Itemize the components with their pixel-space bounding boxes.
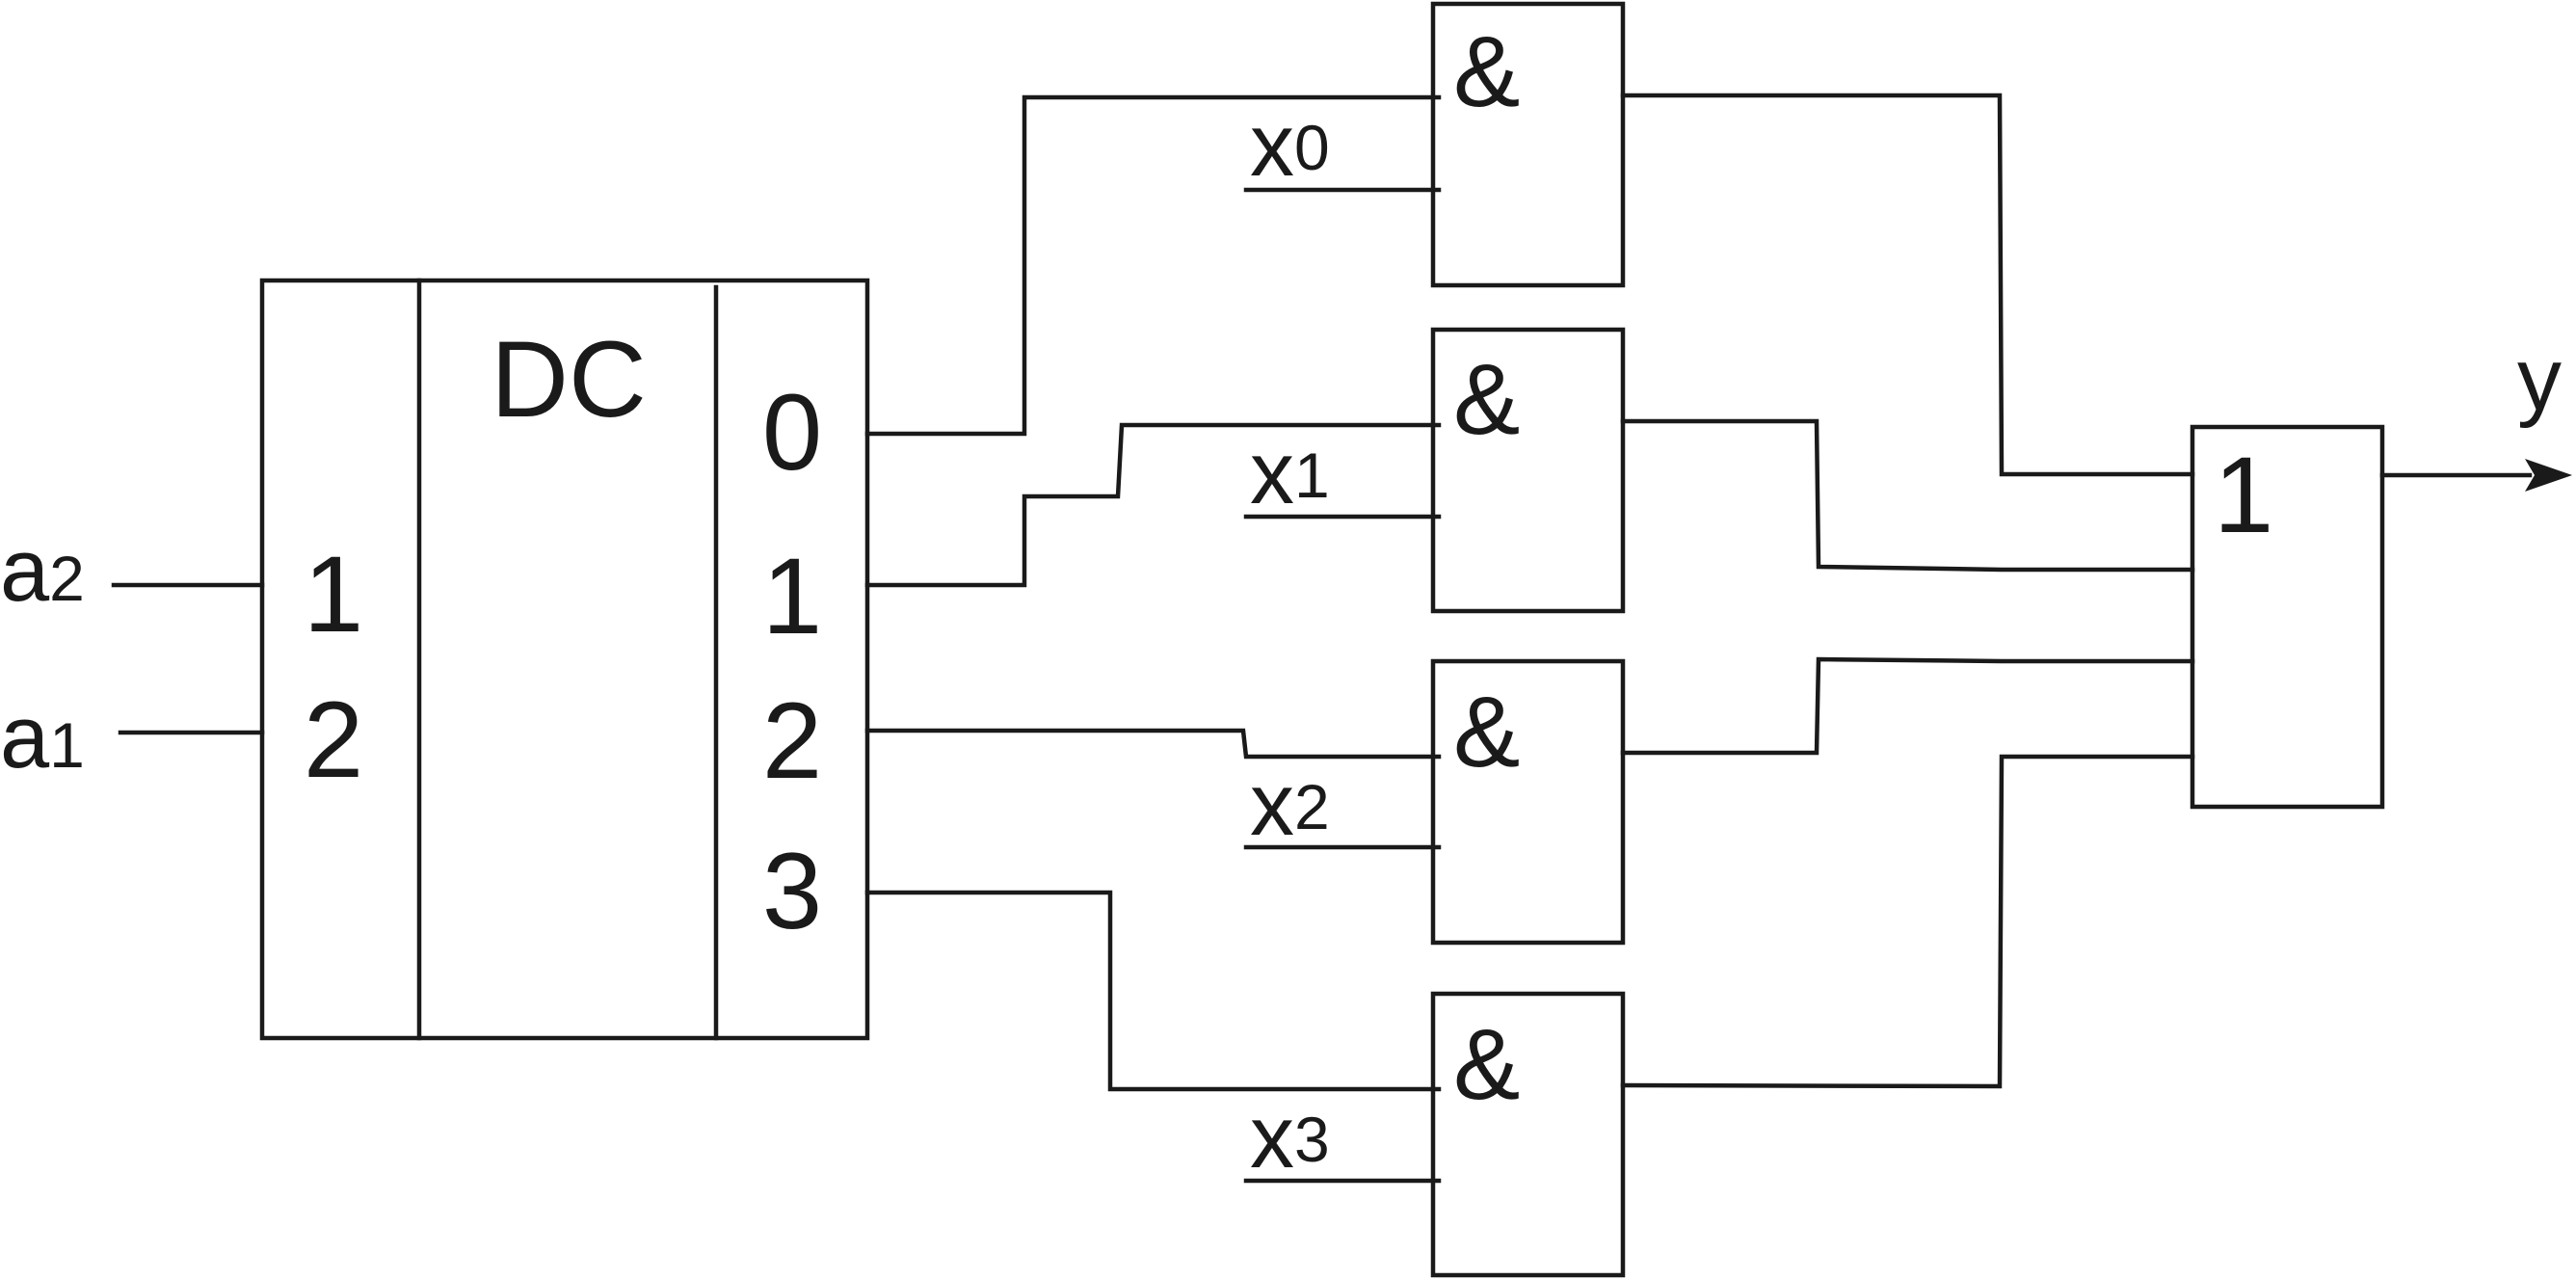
- wire-and1-to-or: [1620, 418, 2195, 573]
- input-label-a1: a1: [0, 688, 85, 787]
- and-gate-3-symbol: &: [1453, 1009, 1520, 1121]
- decoder-input-label-1: 1: [304, 534, 363, 654]
- and-gate-1: [1430, 327, 1626, 614]
- data-label-x2: x2: [1250, 756, 1330, 854]
- address-inputs: a2 a1: [0, 521, 265, 787]
- decoder-output-label-2: 2: [762, 680, 822, 801]
- decoder-outline: [259, 278, 870, 1041]
- data-label-x0: x0: [1250, 96, 1330, 195]
- decoder-output-label-1: 1: [762, 536, 822, 656]
- decoder-input-label-2: 2: [304, 680, 363, 800]
- or-gate: 1: [2190, 424, 2385, 810]
- and-gates: & & & &: [1430, 1, 1626, 1278]
- wire-and2-to-or: [1620, 656, 2195, 756]
- and-gate-3: [1430, 991, 1626, 1278]
- input-label-a2: a2: [0, 521, 85, 620]
- decoder-output-wires: [864, 94, 1442, 1092]
- decoder-output-label-0: 0: [762, 372, 822, 493]
- output-arrow-icon: [2525, 459, 2572, 492]
- output: y: [2379, 331, 2572, 492]
- or-gate-symbol: 1: [2214, 435, 2273, 555]
- data-label-x3: x3: [1250, 1088, 1330, 1187]
- data-label-x1: x1: [1250, 424, 1330, 522]
- wire-out3-to-and3: [864, 890, 1442, 1092]
- data-inputs: x0 x1 x2 x3: [1243, 96, 1442, 1187]
- decoder-block: DC 1 2 0 1 2 3: [259, 278, 870, 1041]
- and-gate-2: [1430, 658, 1626, 946]
- and-gate-0-symbol: &: [1453, 16, 1520, 128]
- or-gate-outline: [2190, 424, 2385, 810]
- wire-out0-to-and0: [864, 94, 1442, 437]
- and-gate-1-symbol: &: [1453, 344, 1520, 456]
- and-to-or-wires: [1620, 93, 2195, 1089]
- output-label-y: y: [2517, 331, 2562, 429]
- and-gate-2-symbol: &: [1453, 677, 1520, 788]
- and-gate-0: [1430, 1, 1626, 288]
- wire-and0-to-or: [1620, 93, 2195, 477]
- decoder-output-label-3: 3: [762, 831, 822, 951]
- wire-out2-to-and2: [864, 728, 1442, 760]
- wire-and3-to-or: [1620, 754, 2195, 1089]
- wire-out1-to-and1: [864, 422, 1442, 588]
- decoder-title: DC: [491, 319, 647, 440]
